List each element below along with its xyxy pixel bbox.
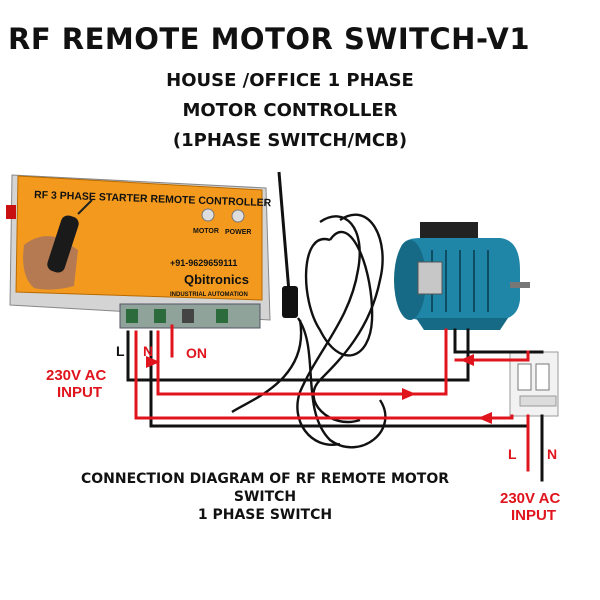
controller-phone: +91-9629659111	[170, 258, 237, 268]
wire-red-4	[454, 350, 530, 362]
wire-red-1	[134, 330, 514, 420]
right-n-label: N	[547, 446, 558, 462]
power-led-label: POWER	[225, 229, 251, 236]
left-input-line-2: INPUT	[57, 384, 102, 401]
rf-controller-unit: RF 3 PHASE STARTER REMOTE CONTROLLER MOT…	[6, 174, 272, 329]
motor-led-label: MOTOR	[193, 228, 219, 235]
hand-remote-icon	[23, 199, 93, 290]
motor	[394, 222, 530, 330]
subtitle-line-2: MOTOR CONTROLLER	[182, 100, 398, 121]
caption-line-3: 1 PHASE SWITCH	[197, 507, 333, 523]
wire-red-2	[156, 328, 448, 396]
caption-line-1: CONNECTION DIAGRAM OF RF REMOTE MOTOR	[80, 471, 450, 487]
wire-black-1	[126, 328, 470, 382]
left-l-label: L	[116, 343, 125, 359]
controller-brand: Qbitronics	[184, 272, 249, 287]
diagram-caption: CONNECTION DIAGRAM OF RF REMOTE MOTOR SW…	[70, 470, 460, 524]
motor-led-icon	[201, 208, 215, 222]
subtitle-line-1: HOUSE /OFFICE 1 PHASE	[166, 70, 414, 91]
right-l-label: L	[508, 446, 517, 462]
mcb-breaker	[509, 351, 559, 417]
arrow-left-icon	[478, 412, 492, 424]
caption-line-2: SWITCH	[233, 489, 297, 505]
arrow-left-icon	[460, 354, 474, 366]
controller-brand-tagline: INDUSTRIAL AUTOMATION	[170, 292, 248, 298]
subtitle-line-3: (1PHASE SWITCH/MCB)	[172, 130, 408, 151]
on-terminal-label: ON	[186, 345, 207, 361]
left-n-label: N	[143, 343, 154, 359]
left-input-line-1: 230V AC	[46, 367, 107, 384]
current-arrows	[146, 354, 492, 424]
diagram-subtitle: HOUSE /OFFICE 1 PHASE MOTOR CONTROLLER (…	[120, 66, 460, 156]
wire-black-3	[453, 328, 544, 354]
power-led-icon	[231, 209, 245, 223]
right-input-line-2: INPUT	[511, 507, 556, 524]
right-input-line-1: 230V AC	[500, 490, 561, 507]
left-input-label: 230V AC INPUT	[46, 367, 106, 401]
antenna	[277, 171, 298, 318]
right-input-label: 230V AC INPUT	[500, 490, 560, 524]
red-knob-icon	[6, 205, 16, 219]
arrow-right-icon	[402, 388, 416, 400]
arrow-right-icon	[146, 356, 160, 368]
page-title: RF REMOTE MOTOR SWITCH-V1	[8, 22, 530, 56]
